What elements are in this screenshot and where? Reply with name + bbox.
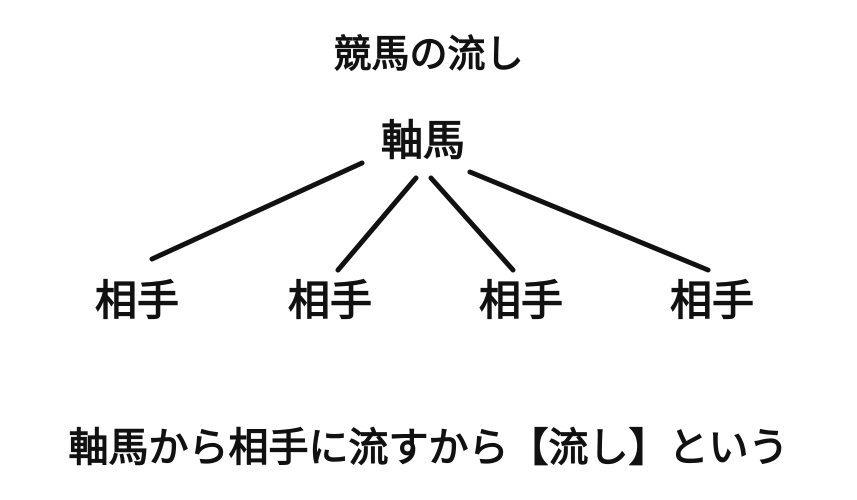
root-node-jikuuma: 軸馬 [380, 116, 465, 165]
edge-root-to-child-1 [149, 160, 365, 262]
child-node-aite-2: 相手 [287, 276, 372, 325]
child-node-aite-1: 相手 [94, 276, 179, 325]
child-node-aite-3: 相手 [478, 276, 563, 325]
explanation-caption: 軸馬から相手に流すから【流し】という [68, 425, 789, 471]
edge-root-to-child-2 [335, 175, 419, 273]
edge-root-to-child-4 [467, 169, 711, 273]
child-node-aite-4: 相手 [669, 276, 754, 325]
edge-root-to-child-3 [428, 175, 516, 273]
diagram-title: 競馬の流し [333, 32, 524, 76]
